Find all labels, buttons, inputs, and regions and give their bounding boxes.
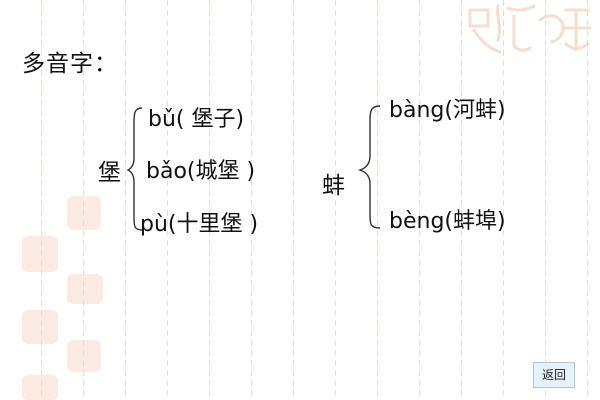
decorative-stamp [67,340,101,372]
decorative-stamp [67,274,103,304]
logo-seal [468,4,592,54]
reading-bang: bàng(河蚌) [389,98,506,123]
left-brace [126,107,143,231]
decorative-stamp [22,310,58,344]
decorative-stamp [22,236,58,272]
reading-pu: pù(十里堡 ) [140,212,259,237]
right-brace [358,105,381,229]
reading-beng: bèng(蚌埠) [389,209,506,234]
decorative-stamp [67,196,101,230]
character-bao: 堡 [98,160,121,186]
page-title: 多音字： [22,51,118,77]
character-bang: 蚌 [322,173,345,199]
reading-bao: bǎo(城堡 ) [146,159,256,184]
decorative-stamp [22,375,58,400]
reading-bu: bǔ( 堡子) [148,107,245,132]
back-button[interactable]: 返回 [533,362,575,388]
